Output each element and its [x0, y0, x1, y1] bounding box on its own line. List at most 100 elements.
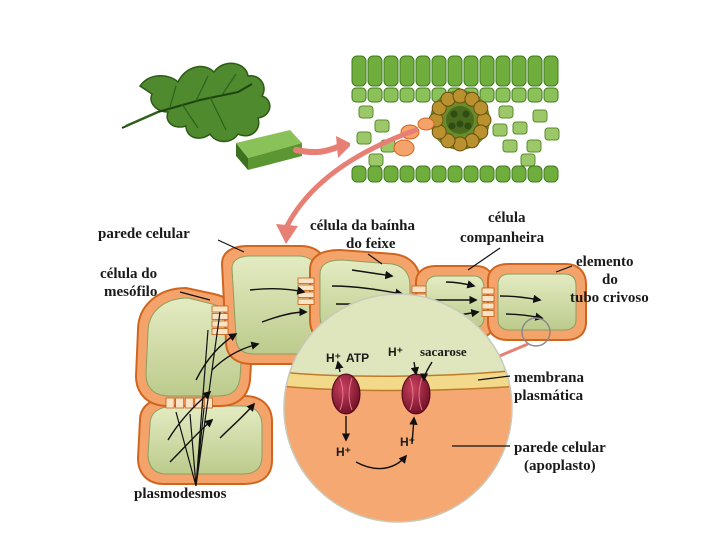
plasmodesma — [297, 284, 315, 291]
palisade-cell — [479, 55, 495, 87]
lower-epidermis-cell — [399, 165, 415, 183]
flow-arrow — [499, 294, 542, 304]
leaf-illustration — [121, 62, 271, 143]
label-mesofilo: mesófilo — [104, 284, 157, 300]
label-plasmodesmos: plasmodesmos — [134, 486, 227, 502]
plasmodesma — [211, 320, 229, 328]
plasmodesma — [211, 328, 229, 335]
flow-arrow — [261, 307, 308, 323]
palisade-cell — [511, 87, 527, 103]
spongy-cell — [368, 153, 384, 167]
label-parede-celular-apoplasto: parede celular — [514, 440, 606, 456]
lower-epidermis-cell — [495, 165, 511, 183]
palisade-cell — [527, 55, 543, 87]
zoom-arrow-tissue-head — [276, 224, 298, 244]
spongy-cell — [502, 139, 518, 153]
label-elemento: elemento — [576, 254, 633, 270]
label-h-plus-bottom-right: H⁺ — [400, 435, 415, 449]
palisade-cell — [479, 87, 495, 103]
plasmodesma — [481, 295, 495, 302]
plasmodesma — [165, 397, 175, 409]
spongy-cell — [356, 131, 372, 145]
zoom-arrow-leaf-head — [336, 136, 352, 158]
label-apoplasto: (apoplasto) — [524, 458, 596, 474]
flow-arrow — [445, 280, 476, 289]
label-leader-lines — [175, 239, 573, 487]
flow-arrow — [211, 341, 260, 371]
spongy-cell — [492, 123, 508, 137]
plasmodesma — [297, 291, 315, 298]
lower-epidermis-cell — [447, 165, 463, 183]
label-celula-do: célula do — [100, 266, 157, 282]
vascular-cell — [456, 120, 464, 128]
lower-epidermis-cell — [415, 165, 431, 183]
lower-epidermis-cell — [463, 165, 479, 183]
label-tubo-crivoso: tubo crivoso — [570, 290, 649, 306]
spongy-cell — [512, 121, 528, 135]
label-companheira: companheira — [460, 230, 545, 246]
lower-epidermis-cell — [351, 165, 367, 183]
spongy-cell — [498, 105, 514, 119]
sucrose-symporter — [401, 373, 431, 415]
palisade-cell — [527, 87, 543, 103]
lower-epidermis-cell — [479, 165, 495, 183]
spongy-cell — [358, 105, 374, 119]
vascular-cell — [462, 110, 470, 118]
label-h-plus-bottom-left: H⁺ — [336, 445, 351, 459]
leaf-section-block — [236, 130, 302, 170]
flow-arrow — [505, 312, 544, 321]
atpase-pump — [331, 373, 361, 415]
palisade-cell — [399, 87, 415, 103]
palisade-cell — [511, 55, 527, 87]
label-celula-bainha: célula da baínha — [310, 218, 416, 234]
label-do-feixe: do feixe — [346, 236, 396, 252]
sheath-cell — [473, 100, 489, 116]
magnified-region-marker — [521, 317, 551, 347]
flow-arrow — [351, 269, 394, 280]
plasmodesma — [297, 277, 315, 284]
lower-epidermis-cell — [367, 165, 383, 183]
flow-arrow — [249, 286, 306, 295]
flow-arrow — [331, 285, 404, 297]
lower-epidermis-cell — [527, 165, 543, 183]
spongy-cell — [520, 153, 536, 167]
palisade-cell — [415, 87, 431, 103]
spongy-cell — [544, 127, 560, 141]
lower-epidermis-cell — [543, 165, 559, 183]
label-membrana: membrana — [514, 370, 584, 386]
flow-arrow — [219, 402, 256, 439]
palisade-cell — [367, 55, 383, 87]
palisade-cell — [543, 87, 559, 103]
label-sacarose: sacarose — [420, 344, 467, 359]
vascular-cell — [450, 110, 458, 118]
label-h-plus-top-right: H⁺ — [388, 345, 403, 359]
lower-epidermis-cell — [431, 165, 447, 183]
spongy-cell — [532, 109, 548, 123]
label-parede-celular: parede celular — [98, 226, 190, 242]
zoom-arrow-leaf — [293, 143, 343, 156]
plasmodesma — [481, 310, 495, 317]
palisade-cell — [463, 55, 479, 87]
plasmodesma — [184, 397, 194, 409]
flow-arrow — [167, 390, 212, 441]
leaf-cross-section — [350, 54, 562, 186]
palisade-cell — [415, 55, 431, 87]
label-do: do — [602, 272, 618, 288]
spongy-cell — [374, 119, 390, 133]
vascular-cell — [464, 122, 472, 130]
plasmodesma — [481, 287, 495, 295]
palisade-cell — [543, 55, 559, 87]
zoom-arrow-tissue — [283, 127, 419, 231]
plasmodesma — [411, 285, 427, 293]
palisade-cell — [383, 87, 399, 103]
lower-epidermis-cell — [383, 165, 399, 183]
vascular-cell — [448, 122, 456, 130]
palisade-cell — [367, 87, 383, 103]
plasmodesma — [175, 397, 185, 409]
palisade-cell — [399, 55, 415, 87]
spongy-cell — [526, 139, 542, 153]
palisade-cell — [383, 55, 399, 87]
plasmodesma — [481, 302, 495, 310]
palisade-cell — [495, 87, 511, 103]
